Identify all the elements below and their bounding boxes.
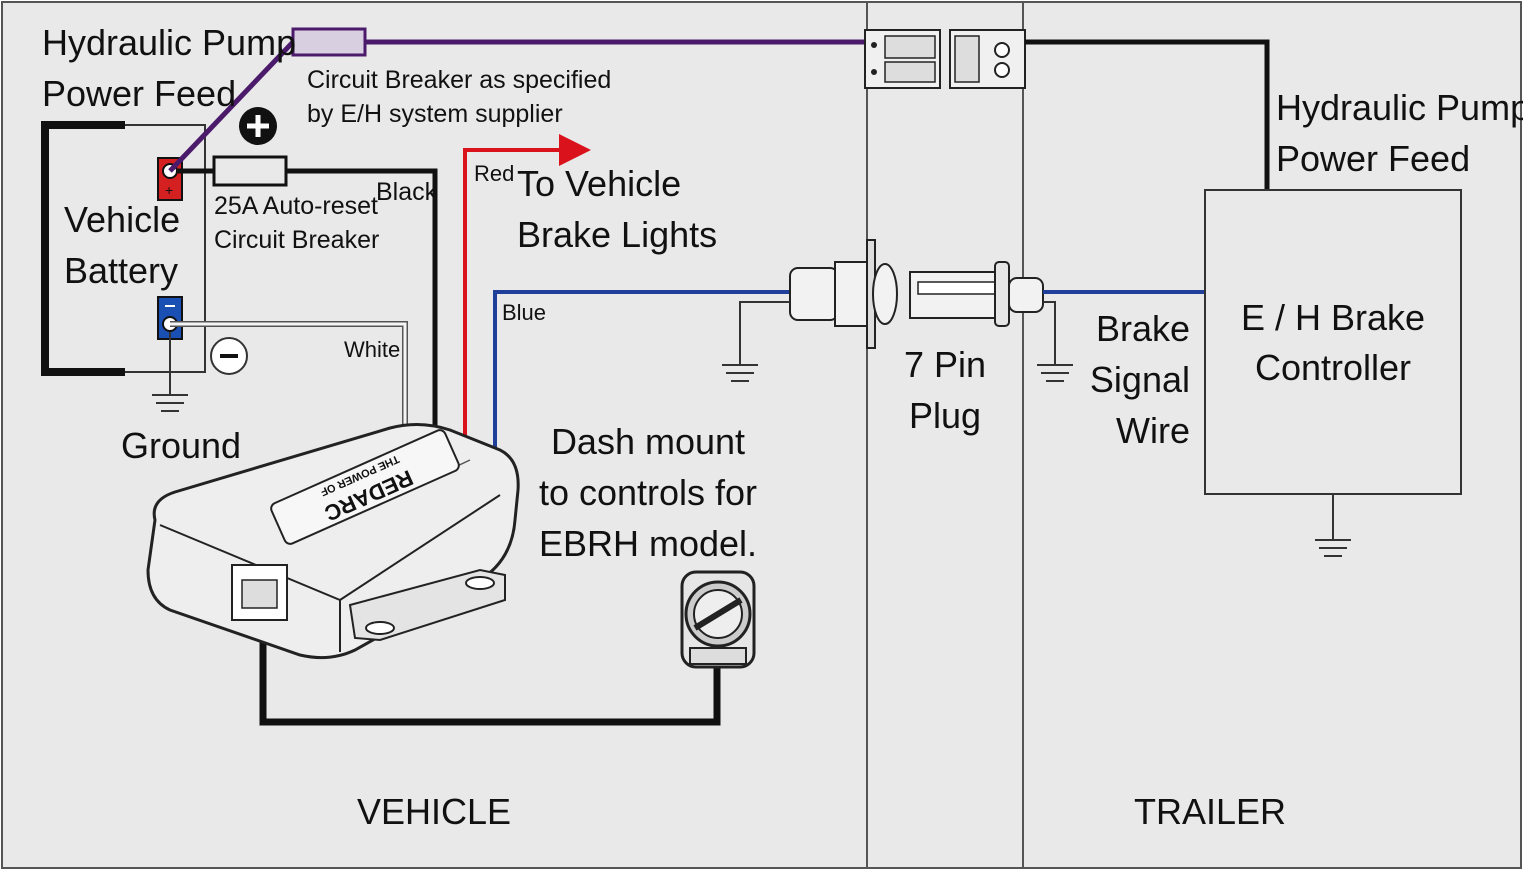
- plug-ground-wire: [1043, 301, 1056, 365]
- ground-label: Ground: [121, 425, 241, 466]
- vehicle-pump-feed-line1: Hydraulic Pump: [42, 22, 296, 63]
- plug-label-line2: Plug: [909, 395, 981, 436]
- plug-ground-icon: [1037, 364, 1073, 382]
- trailer-pump-feed-line1: Hydraulic Pump: [1276, 87, 1523, 128]
- brake-lights-line2: Brake Lights: [517, 214, 717, 255]
- auto-reset-line2: Circuit Breaker: [214, 226, 379, 254]
- white-wire-label: White: [344, 337, 400, 362]
- battery-outline: [125, 124, 206, 373]
- brake-signal-line3: Wire: [1116, 410, 1190, 451]
- controller-ground-icon: [1315, 539, 1351, 557]
- socket-ground-wire: [739, 301, 790, 365]
- battery-ground-icon: [152, 332, 188, 412]
- brake-signal-line2: Signal: [1090, 359, 1190, 400]
- anderson-connector-icon: [864, 29, 1026, 89]
- breaker-spec-line1: Circuit Breaker as specified: [307, 66, 611, 94]
- plug-label-line1: 7 Pin: [904, 344, 986, 385]
- trailer-pump-feed-line2: Power Feed: [1276, 138, 1470, 179]
- red-brake-light-wire: [463, 134, 591, 445]
- dash-mount-line1: Dash mount: [551, 421, 745, 462]
- battery-label-line1: Vehicle: [64, 199, 180, 240]
- trailer-plug-icon: [909, 261, 1044, 327]
- plus-circle-icon: [239, 107, 277, 145]
- vehicle-section-label: VEHICLE: [357, 791, 511, 832]
- pump-circuit-breaker: [291, 27, 367, 57]
- black-wire-label: Black: [376, 178, 438, 206]
- brake-signal-line1: Brake: [1096, 308, 1190, 349]
- svg-text:+: +: [165, 182, 173, 198]
- plug-panel: [866, 1, 1024, 869]
- minus-circle-icon: [210, 337, 248, 375]
- trailer-pump-feed-wire: [1025, 39, 1270, 190]
- blue-brake-signal-wire: [493, 290, 790, 455]
- breaker-spec-line2: by E/H system supplier: [307, 100, 563, 128]
- brake-controller-unit: REDARC THE POWER OF: [146, 423, 520, 660]
- auto-reset-line1: 25A Auto-reset: [214, 192, 378, 220]
- auto-reset-breaker: [212, 155, 288, 187]
- dash-control-knob-icon: [680, 570, 756, 669]
- vehicle-pump-feed-line2: Power Feed: [42, 73, 236, 114]
- vehicle-socket-icon: [789, 239, 898, 349]
- dash-control-cable: [259, 640, 721, 726]
- controller-label-line2: Controller: [1255, 347, 1411, 388]
- dash-mount-line3: EBRH model.: [539, 523, 757, 564]
- trailer-section-label: TRAILER: [1134, 791, 1286, 832]
- dash-mount-line2: to controls for: [539, 472, 757, 513]
- red-wire-label: Red: [474, 161, 514, 186]
- socket-ground-icon: [722, 364, 758, 382]
- battery-shadow: [41, 121, 125, 376]
- battery-label-line2: Battery: [64, 250, 178, 291]
- brake-lights-line1: To Vehicle: [517, 163, 681, 204]
- eh-brake-controller-box: [1204, 189, 1462, 495]
- blue-wire-label: Blue: [502, 300, 546, 325]
- controller-label-line1: E / H Brake: [1241, 297, 1425, 338]
